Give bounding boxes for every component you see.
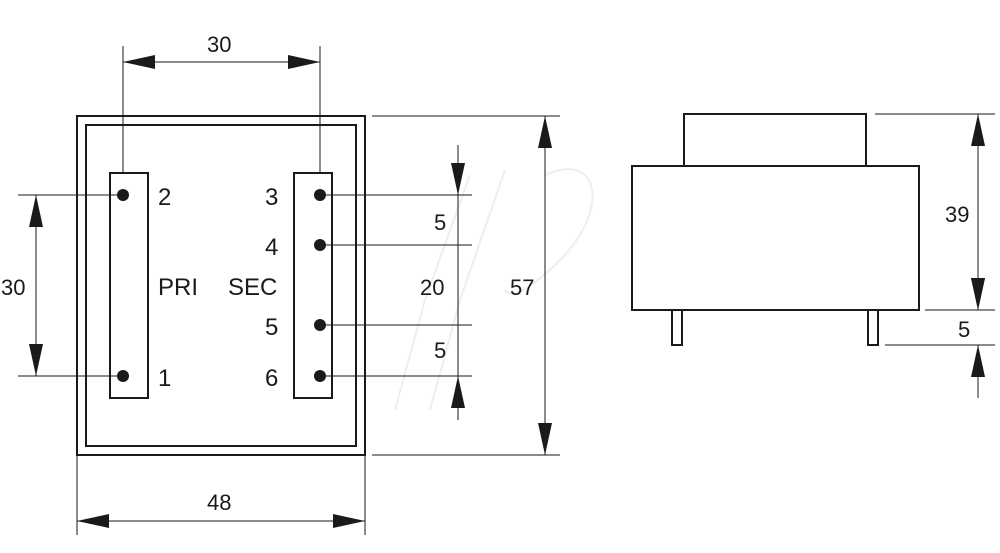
height-value: 57 [510, 275, 534, 300]
secondary-pin-bar [293, 172, 333, 399]
pin-4-label: 4 [265, 234, 278, 261]
pin-2-label: 2 [158, 184, 171, 211]
core-top-block [683, 113, 867, 167]
secondary-span-value: 20 [420, 275, 444, 300]
secondary-pitch-bottom-value: 5 [434, 338, 446, 363]
pin-1-label: 1 [158, 365, 171, 392]
pin-length-dimension: 5 [958, 278, 985, 398]
pin-length-value: 5 [958, 317, 970, 342]
row-spacing-value: 30 [1, 275, 25, 300]
secondary-pitch-dimension: 5 20 5 [420, 145, 465, 420]
pin-6-label: 6 [265, 365, 278, 392]
body-height-value: 39 [945, 202, 969, 227]
pin-spacing-dimension: 30 [122, 32, 321, 173]
right-pin [867, 309, 879, 346]
pin-3-label: 3 [265, 184, 278, 211]
height-dimension: 57 [372, 115, 560, 456]
left-pin [671, 309, 683, 346]
housing-outer-outline [76, 115, 366, 456]
watermark [394, 168, 594, 411]
top-view: 2 1 3 4 5 6 PRI SEC 30 30 [1, 32, 560, 535]
width-value: 48 [207, 490, 231, 515]
side-view: 39 5 [631, 113, 995, 398]
primary-label: PRI [158, 274, 198, 301]
primary-pin-bar [109, 172, 149, 399]
row-spacing-dimension: 30 [1, 194, 123, 377]
pin-5-label: 5 [265, 314, 278, 341]
housing-inner-outline [85, 124, 357, 447]
pin-spacing-value: 30 [207, 32, 231, 57]
body-block [631, 165, 920, 311]
secondary-label: SEC [228, 274, 277, 301]
secondary-pitch-top-value: 5 [434, 210, 446, 235]
width-dimension: 48 [76, 455, 366, 535]
